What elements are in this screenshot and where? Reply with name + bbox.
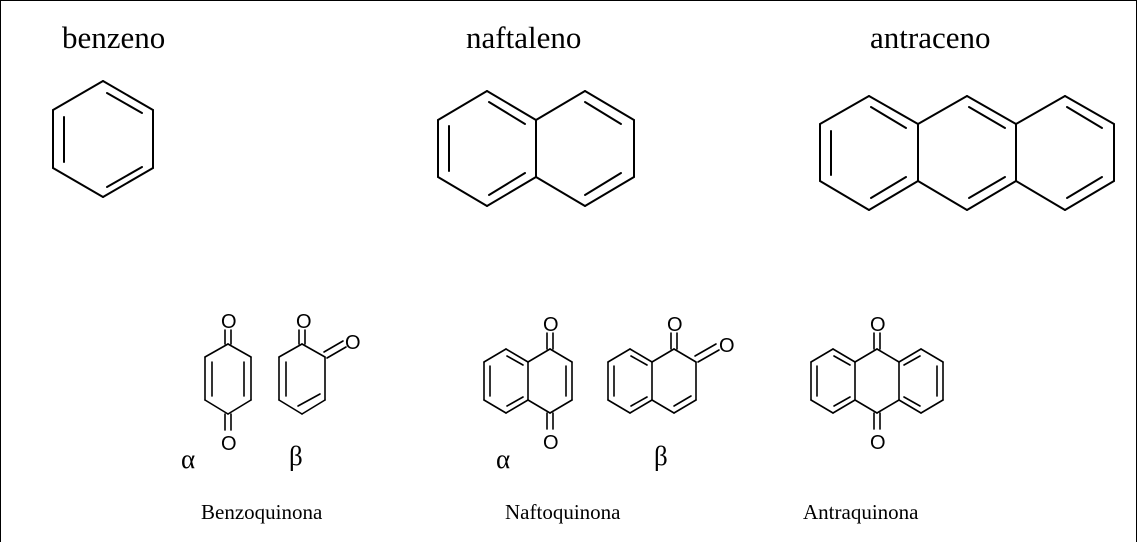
anthraquinone-structure: O O bbox=[810, 314, 944, 454]
figure-border-left bbox=[0, 0, 1, 542]
oxygen-atom-label: O bbox=[221, 433, 237, 455]
label-antraceno: antraceno bbox=[870, 20, 991, 55]
1-4-naphthoquinone-structure: O O bbox=[483, 314, 573, 454]
label-benzeno: benzeno bbox=[62, 20, 166, 55]
label-benzoquinona: Benzoquinona bbox=[201, 500, 323, 524]
oxygen-atom-label: O bbox=[345, 332, 361, 354]
oxygen-atom-label: O bbox=[667, 314, 683, 336]
oxygen-atom-label: O bbox=[543, 432, 559, 454]
beta-label-benzoquinone: β bbox=[289, 441, 303, 471]
o-benzoquinone-structure: O O bbox=[278, 311, 361, 415]
benzene-structure bbox=[52, 80, 154, 198]
figure-border-top bbox=[0, 0, 1137, 1]
alpha-label-naphthoquinone: α bbox=[496, 444, 511, 474]
label-naftaleno: naftaleno bbox=[466, 20, 582, 55]
oxygen-atom-label: O bbox=[543, 314, 559, 336]
p-benzoquinone-structure: O O bbox=[204, 311, 252, 455]
oxygen-atom-label: O bbox=[870, 314, 886, 336]
oxygen-atom-label: O bbox=[296, 311, 312, 333]
anthracene-structure bbox=[819, 95, 1115, 211]
alpha-label-benzoquinone: α bbox=[181, 444, 196, 474]
oxygen-atom-label: O bbox=[719, 335, 735, 357]
beta-label-naphthoquinone: β bbox=[654, 441, 668, 471]
oxygen-atom-label: O bbox=[221, 311, 237, 333]
1-2-naphthoquinone-structure: O O bbox=[607, 314, 735, 414]
oxygen-atom-label: O bbox=[870, 432, 886, 454]
label-naftoquinona: Naftoquinona bbox=[505, 500, 621, 524]
naphthalene-structure bbox=[437, 90, 635, 207]
label-antraquinona: Antraquinona bbox=[803, 500, 919, 524]
